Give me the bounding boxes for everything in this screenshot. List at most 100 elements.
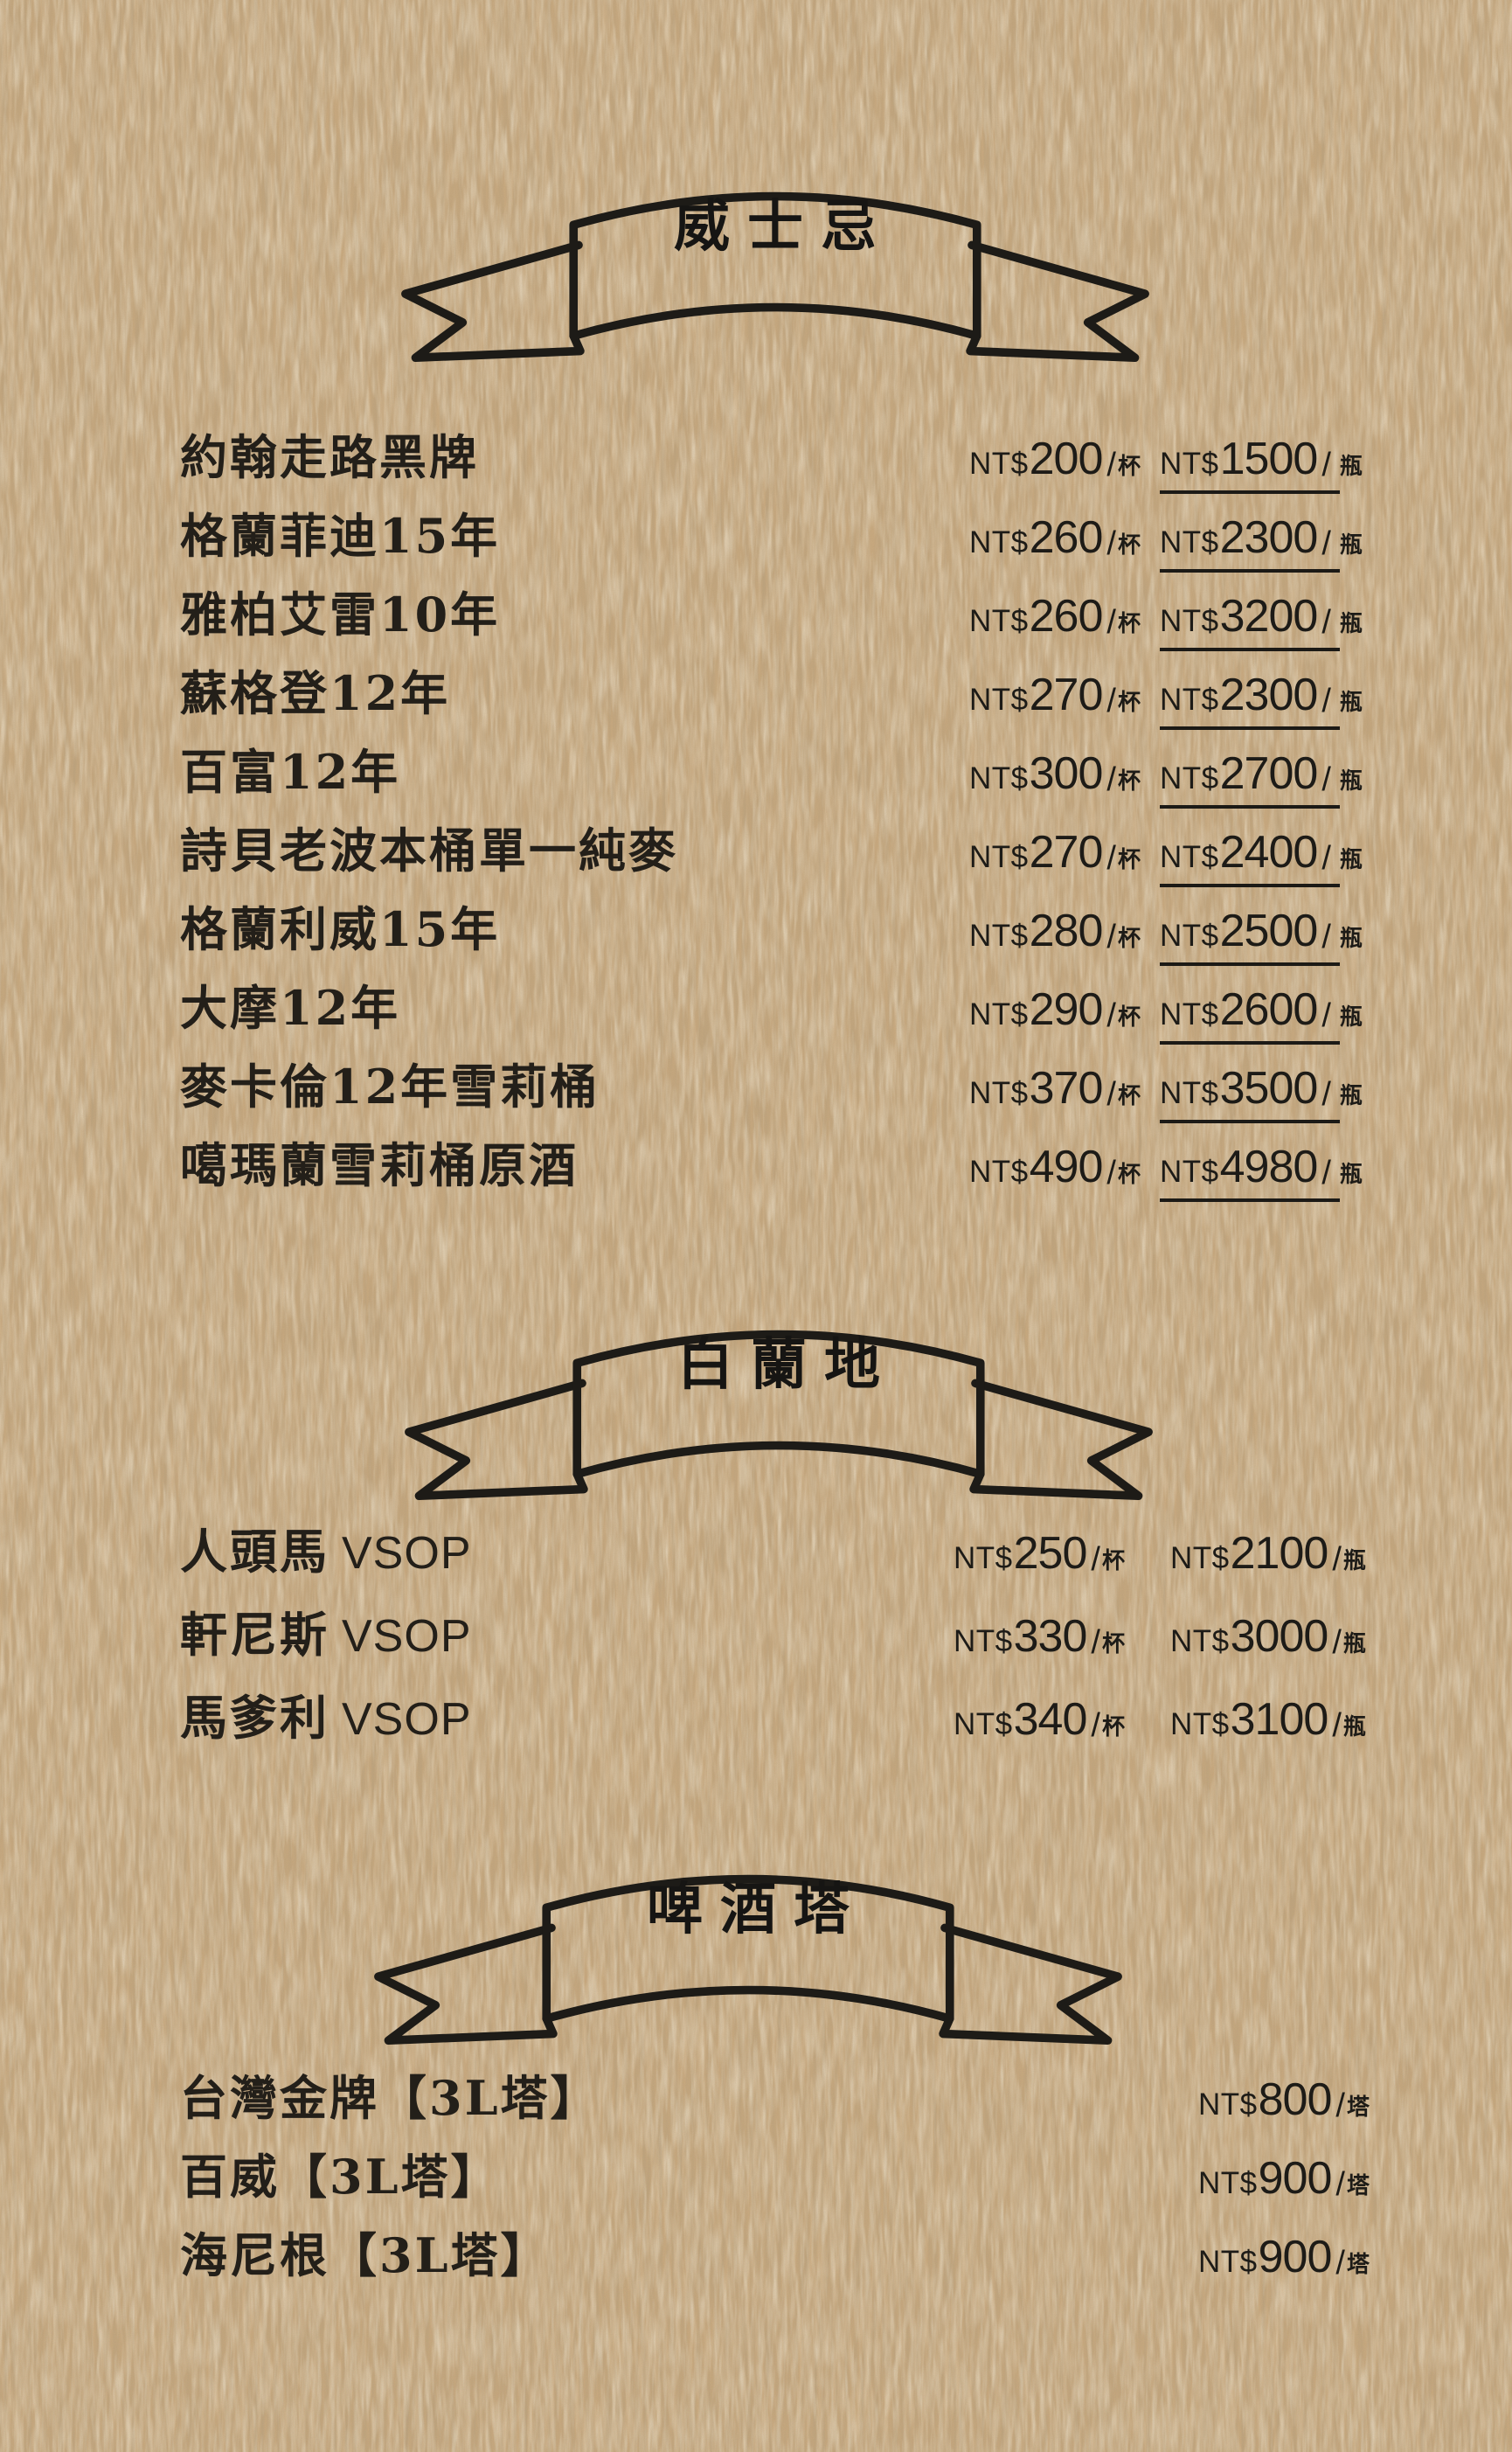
item-name: 麥卡倫12年雪莉桶 [180,1047,969,1126]
unit-label-cup: 杯 [1117,768,1141,795]
currency-label: NT$ [969,840,1029,874]
per-slash: / [1106,525,1116,562]
item-name-latin: VSOP [342,1694,472,1745]
currency-label: NT$ [1160,683,1219,717]
per-slash: / [1335,2245,1345,2282]
per-slash: / [1321,919,1331,955]
item-name: 大摩12年 [180,969,969,1047]
per-slash: / [1321,525,1331,562]
price-value: 2500 [1219,906,1319,956]
cup-price: NT$200/杯 [969,433,1160,485]
price-main: NT$2600/ [1160,983,1340,1045]
price-main: NT$900/ [1198,2152,1347,2205]
price-main: NT$260/ [969,590,1118,643]
unit-label-tower: 塔 [1346,2173,1370,2199]
price-value: 3000 [1230,1611,1329,1662]
unit-label-cup: 杯 [1117,611,1141,637]
currency-label: NT$ [969,997,1029,1032]
price-main: NT$330/ [954,1610,1102,1663]
currency-label: NT$ [1160,604,1219,638]
per-slash: / [1106,997,1116,1034]
currency-label: NT$ [954,1624,1013,1658]
unit-label-tower: 塔 [1346,2252,1370,2278]
item-name-text: 海尼根【3L塔】 [180,2227,551,2283]
tower-price: NT$800/塔 [1198,2073,1378,2126]
per-slash: / [1106,604,1116,641]
bottle-price: NT$3500/瓶 [1160,1062,1411,1123]
bottle-price: NT$2300/瓶 [1160,669,1411,730]
unit-label-cup: 杯 [1101,1631,1125,1657]
item-name-latin: VSOP [342,1611,472,1662]
item-name: 詩貝老波本桶單一純麥 [180,811,969,890]
price-area: NT$900/塔 [1198,2152,1411,2205]
price-value: 250 [1013,1528,1088,1579]
item-name: 百威【3L塔】 [180,2137,1198,2216]
item-name-text: 軒尼斯 [180,1607,329,1663]
item-name-text: 百威【3L塔】 [180,2149,501,2205]
price-value: 340 [1013,1694,1088,1745]
item-name-text: 蘇格登12年 [180,665,451,721]
cup-price: NT$330/杯 [954,1610,1170,1663]
price-main: NT$290/ [969,983,1118,1036]
price-main: NT$3500/ [1160,1062,1340,1123]
item-name-text: 人頭馬 [180,1524,329,1580]
price-area: NT$800/塔 [1198,2073,1411,2126]
item-name: 格蘭菲迪15年 [180,497,969,575]
per-slash: / [1332,1624,1342,1661]
price-value: 290 [1029,984,1104,1035]
price-main: NT$2500/ [1160,905,1340,966]
menu-item-row: 百威【3L塔】 NT$900/塔 [180,2137,1411,2216]
price-main: NT$300/ [969,747,1118,800]
currency-label: NT$ [969,1076,1029,1110]
price-main: NT$3000/ [1170,1610,1343,1663]
currency-label: NT$ [1170,1624,1230,1658]
cup-price: NT$280/杯 [969,905,1160,957]
section-title: 威士忌 [674,195,894,258]
bottle-price: NT$3200/瓶 [1160,590,1411,651]
ribbon-banner-icon [374,1874,1122,2046]
price-value: 2100 [1230,1528,1329,1579]
menu-item-row: 海尼根【3L塔】NT$900/塔 [180,2216,1411,2295]
currency-label: NT$ [1198,2245,1258,2279]
unit-label-cup: 杯 [1101,1548,1125,1574]
price-value: 3100 [1230,1694,1329,1745]
price-main: NT$250/ [954,1527,1102,1580]
item-name-text: 約翰走路黑牌 [180,429,479,485]
bottle-price: NT$2100/瓶 [1170,1527,1377,1580]
beer-tower-banner: 啤酒塔 [336,1827,1160,2046]
currency-label: NT$ [954,1707,1013,1741]
currency-label: NT$ [1160,525,1219,559]
cup-price: NT$370/杯 [969,1062,1160,1115]
price-main: NT$490/ [969,1141,1118,1193]
currency-label: NT$ [969,525,1029,559]
item-name-text: 雅柏艾雷10年 [180,587,501,643]
per-slash: / [1332,1541,1342,1578]
per-slash: / [1321,1076,1331,1113]
per-slash: / [1106,447,1116,483]
currency-label: NT$ [1160,447,1219,481]
unit-label-bottle: 瓶 [1339,926,1363,952]
bottle-price: NT$3000/瓶 [1170,1610,1377,1663]
per-slash: / [1106,840,1116,877]
section-beer-tower: 啤酒塔 台灣金牌【3L塔】NT$800/塔百威【3L塔】NT$900/塔海尼根【… [0,1827,1512,2295]
unit-label-bottle: 瓶 [1339,454,1363,480]
currency-label: NT$ [969,761,1029,795]
currency-label: NT$ [1160,1155,1219,1189]
currency-label: NT$ [969,1155,1029,1189]
item-name-text: 百富12年 [180,744,401,800]
price-value: 280 [1029,906,1104,956]
unit-label-bottle: 瓶 [1339,690,1363,716]
